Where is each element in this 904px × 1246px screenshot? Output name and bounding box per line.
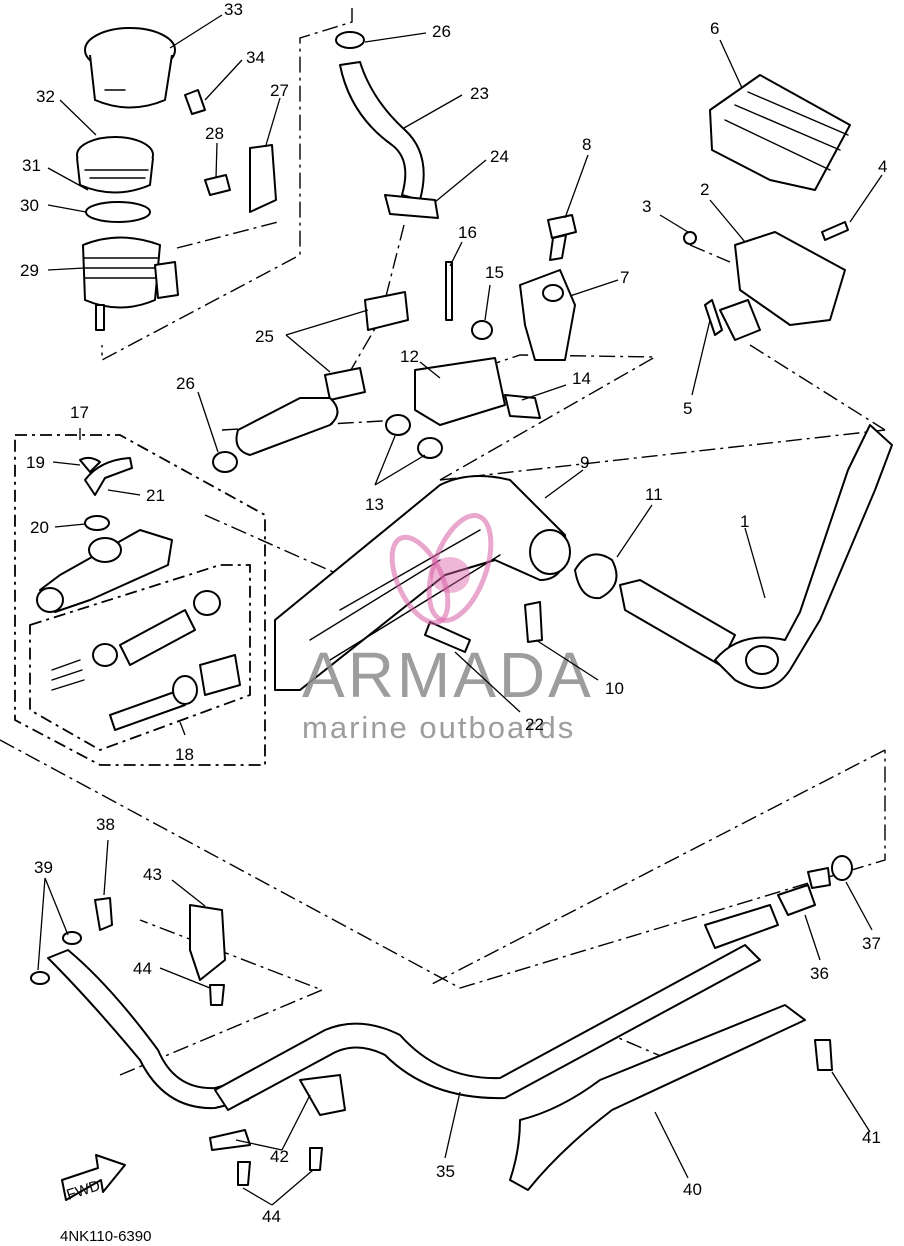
callout-37: 37	[862, 934, 881, 953]
callout-39: 39	[34, 858, 53, 877]
callout-22: 22	[525, 715, 544, 734]
watermark-brand: ARMADA	[302, 639, 594, 711]
callout-23: 23	[470, 84, 489, 103]
callout-3: 3	[642, 197, 651, 216]
connection-lines	[0, 8, 886, 1076]
callout-16: 16	[458, 223, 477, 242]
callout-7: 7	[620, 268, 629, 287]
callout-12: 12	[400, 347, 419, 366]
callout-40: 40	[683, 1180, 702, 1199]
reservoir-assembly	[76, 27, 277, 331]
callout-41: 41	[862, 1128, 881, 1147]
callout-26-upper: 26	[432, 22, 451, 41]
callout-5: 5	[683, 399, 692, 418]
callout-19: 19	[26, 453, 45, 472]
armada-logo-icon	[389, 513, 494, 626]
callout-44-upper: 44	[133, 959, 152, 978]
callout-11: 11	[645, 485, 663, 504]
callout-17: 17	[70, 403, 89, 422]
callout-28: 28	[205, 124, 224, 143]
callout-6: 6	[710, 19, 719, 38]
callout-27: 27	[270, 81, 289, 100]
callout-33: 33	[224, 0, 243, 19]
callout-38: 38	[96, 815, 115, 834]
callout-9: 9	[580, 453, 589, 472]
part-code: 4NK110-6390	[60, 1228, 151, 1245]
callout-32: 32	[36, 87, 55, 106]
master-cylinder-kit	[14, 434, 266, 766]
armada-watermark: ARMADA marine outboards	[302, 513, 594, 745]
pedal-bracket-assembly	[274, 74, 893, 691]
callout-30: 30	[20, 196, 39, 215]
callout-20: 20	[30, 518, 49, 537]
callout-26-lower: 26	[176, 374, 195, 393]
callout-2: 2	[700, 180, 709, 199]
callout-4: 4	[878, 157, 887, 176]
callout-24: 24	[490, 147, 509, 166]
callout-25: 25	[255, 327, 274, 346]
callout-21: 21	[146, 486, 165, 505]
callout-31: 31	[22, 156, 41, 175]
callout-1: 1	[740, 512, 749, 531]
callout-29: 29	[20, 261, 39, 280]
lower-hose-assembly	[30, 855, 853, 1191]
leader-lines	[37, 14, 883, 1206]
callout-15: 15	[485, 263, 504, 282]
callout-labels: 1 2 3 4 5 6 7 8 9 10 11 12 13 14 15 16 1…	[20, 0, 887, 1226]
callout-8: 8	[582, 135, 591, 154]
callout-35: 35	[436, 1162, 455, 1181]
callout-44-lower: 44	[262, 1207, 281, 1226]
upper-hose	[212, 31, 439, 473]
callout-13: 13	[365, 495, 384, 514]
callout-43: 43	[143, 865, 162, 884]
fwd-direction-arrow: FWD	[61, 1154, 126, 1204]
callout-10: 10	[605, 679, 624, 698]
watermark-tagline: marine outboards	[302, 710, 575, 745]
callout-34: 34	[246, 48, 265, 67]
callout-18: 18	[175, 745, 194, 764]
callout-14: 14	[572, 369, 591, 388]
callout-42: 42	[270, 1147, 289, 1166]
callout-36: 36	[810, 964, 829, 983]
